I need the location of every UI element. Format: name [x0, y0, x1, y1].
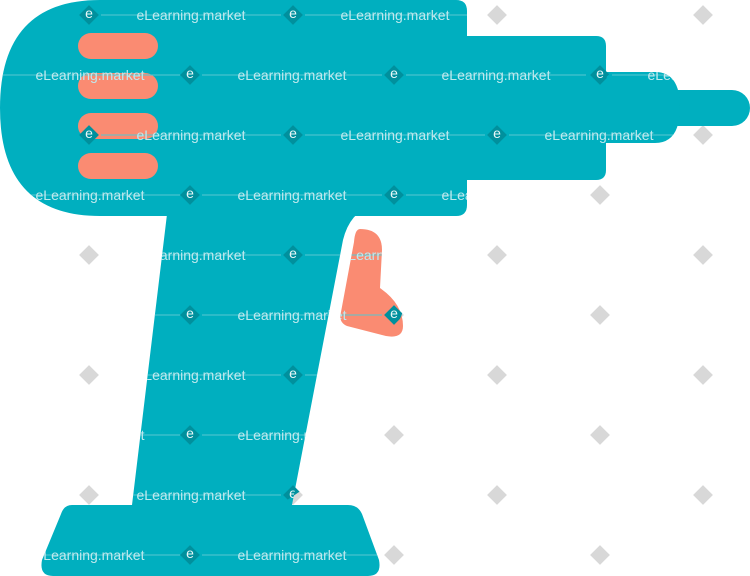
vent-slot: [78, 113, 158, 139]
watermark-diamond: [590, 545, 610, 565]
watermark-diamond: [79, 485, 99, 505]
watermark-brand-text: eLearning.market: [137, 487, 246, 503]
watermark-diamond: [79, 365, 99, 385]
watermark-diamond: [79, 125, 99, 145]
watermark-brand-text: eLearning.market: [545, 127, 654, 143]
watermark-brand-text: eLearning.market: [137, 127, 246, 143]
drill-battery-base: [41, 505, 380, 576]
watermark-brand-text: eLearning.market: [238, 187, 347, 203]
watermark-diamond: [283, 245, 303, 265]
watermark-diamond: [180, 65, 200, 85]
watermark-logo-letter: e: [390, 305, 398, 321]
watermark-diamond: [487, 125, 507, 145]
drill-chuck: [590, 72, 680, 143]
watermark-diamond: [487, 5, 507, 25]
drill-bit: [660, 90, 750, 126]
watermark-logo-letter: e: [85, 5, 93, 21]
watermark-diamond: [283, 125, 303, 145]
watermark-diamond: [180, 305, 200, 325]
watermark-logo-letter: e: [596, 65, 604, 81]
watermark-diamond: [384, 65, 404, 85]
watermark-diamond: [79, 5, 99, 25]
watermark-brand-text: eLearning.market: [238, 307, 347, 323]
drill-trigger: [340, 229, 403, 337]
watermark-diamond: [487, 485, 507, 505]
watermark-brand-text: eLearning.market: [341, 127, 450, 143]
watermark-diamond: [180, 425, 200, 445]
vent-slot: [78, 33, 158, 59]
watermark-logo-letter: e: [85, 125, 93, 141]
drill-vent-slots: [78, 33, 158, 179]
watermark-brand-text: eLearning.market: [137, 7, 246, 23]
watermark-diamond: [487, 245, 507, 265]
watermark-logo-letter: e: [289, 485, 297, 501]
watermark-diamond: [79, 245, 99, 265]
watermark-logo-letter: e: [186, 305, 194, 321]
watermark-diamond: [180, 185, 200, 205]
watermark-brand-text: eLearning.market: [238, 67, 347, 83]
watermark-brand-text: eLearning.market: [238, 547, 347, 563]
watermark-diamond: [384, 545, 404, 565]
watermark-diamond: [384, 185, 404, 205]
watermark-diamond: [693, 365, 713, 385]
watermark-diamond: [384, 305, 404, 325]
watermark-logo-letter: e: [289, 245, 297, 261]
watermark-logo-letter: e: [186, 425, 194, 441]
watermark-brand-text: eLearning.market: [36, 67, 145, 83]
watermark-brand-text: eLearning.market: [442, 67, 551, 83]
watermark-logo-letter: e: [390, 185, 398, 201]
watermark-diamond: [283, 365, 303, 385]
watermark-logo-letter: e: [289, 5, 297, 21]
watermark-logo-letter: e: [186, 545, 194, 561]
watermark-diamond: [590, 305, 610, 325]
watermark-brand-text: eLearning.market: [137, 367, 246, 383]
watermark-brand-text: eLearning.market: [137, 247, 246, 263]
watermark-logo-letter: e: [186, 185, 194, 201]
watermark-logo-letter: e: [289, 125, 297, 141]
watermark-logo-letter: e: [289, 365, 297, 381]
watermark-logo-letter: e: [493, 125, 501, 141]
watermark-logo-letter: e: [390, 65, 398, 81]
watermark-diamond: [590, 425, 610, 445]
watermark-brand-text: eLearning.market: [36, 547, 145, 563]
vent-slot: [78, 73, 158, 99]
watermark-diamond: [487, 365, 507, 385]
watermark-brand-text: eLearning.market: [341, 7, 450, 23]
watermark-logo-letter: e: [186, 65, 194, 81]
watermark-brand-text: eLearning.market: [36, 187, 145, 203]
watermark-diamond: [283, 5, 303, 25]
vent-slot: [78, 153, 158, 179]
watermark-diamond: [693, 485, 713, 505]
watermark-diamond: [384, 425, 404, 445]
